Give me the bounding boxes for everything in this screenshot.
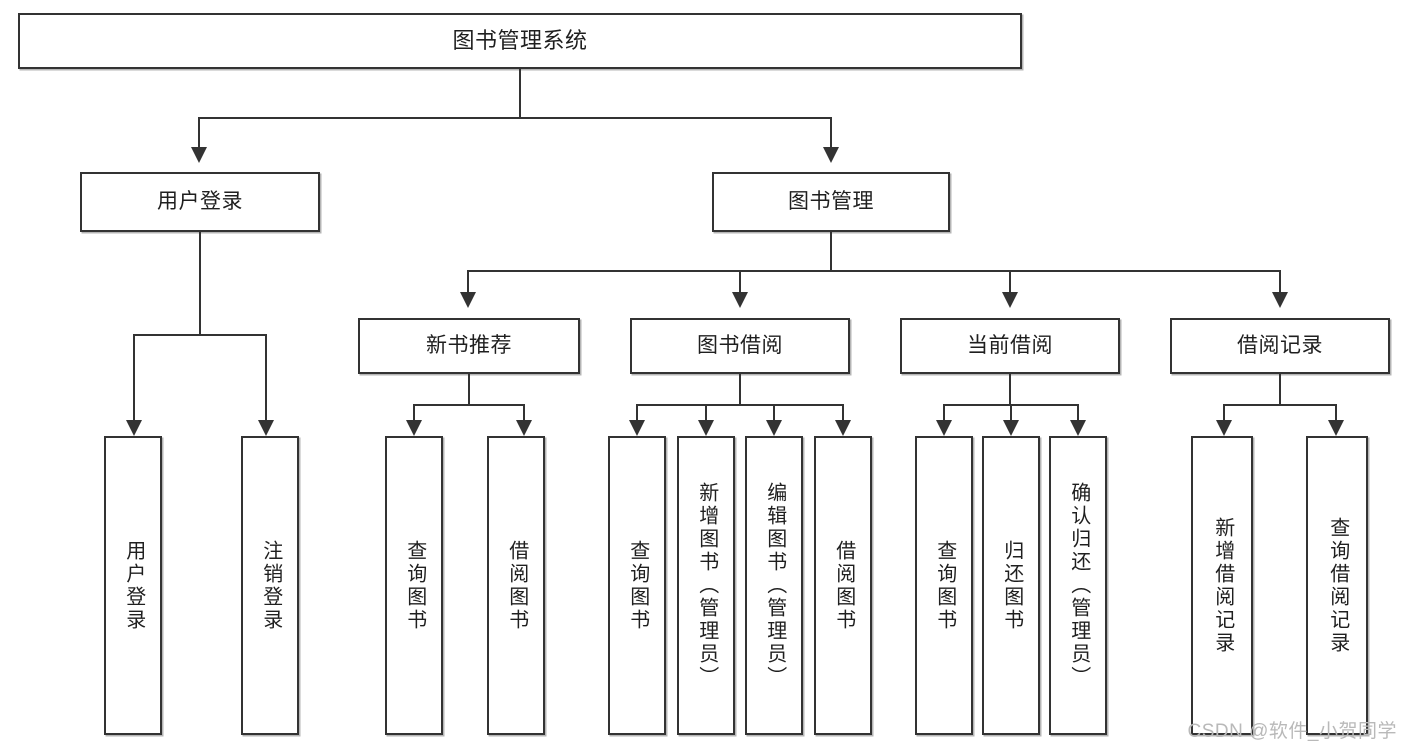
leaf-add-record[interactable]: 新增借阅记录 <box>1191 436 1253 735</box>
arrow-to-leaf-query-book-2 <box>629 420 645 436</box>
connector-nbr-stem <box>468 374 470 405</box>
connector-bb-drop-3 <box>773 404 775 420</box>
arrow-to-leaf-query-record <box>1328 420 1344 436</box>
connector-user-login-stem <box>199 232 201 335</box>
connector-root-drop-left <box>198 117 200 147</box>
connector-book-management-stem <box>830 232 832 271</box>
leaf-add-book[interactable]: 新增图书（管理员） <box>677 436 735 735</box>
leaf-borrow-book-2[interactable]: 借阅图书 <box>814 436 872 735</box>
leaf-query-book-2[interactable]: 查询图书 <box>608 436 666 735</box>
node-current-borrow[interactable]: 当前借阅 <box>900 318 1120 374</box>
connector-bb-stem <box>739 374 741 405</box>
connector-bb-drop-4 <box>842 404 844 420</box>
leaf-query-book-3[interactable]: 查询图书 <box>915 436 973 735</box>
arrow-to-leaf-user-login <box>126 420 142 436</box>
arrow-to-leaf-edit-book <box>766 420 782 436</box>
node-book-borrow[interactable]: 图书借阅 <box>630 318 850 374</box>
arrow-to-new-book-recommend <box>460 292 476 308</box>
connector-root-stem <box>519 69 521 118</box>
arrow-to-leaf-logout-login <box>258 420 274 436</box>
connector-user-login-drop-2 <box>265 334 267 420</box>
connector-user-login-drop-1 <box>133 334 135 420</box>
leaf-borrow-book-1[interactable]: 借阅图书 <box>487 436 545 735</box>
connector-nbr-drop-2 <box>523 404 525 420</box>
connector-bb-drop-1 <box>636 404 638 420</box>
arrow-to-borrow-record <box>1272 292 1288 308</box>
connector-cb-drop-2 <box>1010 404 1012 420</box>
connector-cb-drop-3 <box>1077 404 1079 420</box>
leaf-query-record[interactable]: 查询借阅记录 <box>1306 436 1368 735</box>
leaf-logout-login[interactable]: 注销登录 <box>241 436 299 735</box>
connector-cb-drop-1 <box>943 404 945 420</box>
arrow-to-leaf-borrow-book-1 <box>516 420 532 436</box>
node-user-login[interactable]: 用户登录 <box>80 172 320 232</box>
connector-cb-stem <box>1009 374 1011 405</box>
connector-bb-bus <box>636 404 844 406</box>
connector-root-drop-right <box>830 117 832 147</box>
arrow-to-leaf-add-record <box>1216 420 1232 436</box>
arrow-to-book-borrow <box>732 292 748 308</box>
connector-bm-drop-1 <box>467 270 469 292</box>
connector-user-login-bus <box>133 334 267 336</box>
connector-bm-drop-4 <box>1279 270 1281 292</box>
node-new-book-recommend[interactable]: 新书推荐 <box>358 318 580 374</box>
connector-br-bus <box>1223 404 1337 406</box>
leaf-edit-book[interactable]: 编辑图书（管理员） <box>745 436 803 735</box>
leaf-return-book[interactable]: 归还图书 <box>982 436 1040 735</box>
arrow-to-leaf-add-book <box>698 420 714 436</box>
connector-br-stem <box>1279 374 1281 405</box>
node-borrow-record[interactable]: 借阅记录 <box>1170 318 1390 374</box>
connector-bm-drop-3 <box>1009 270 1011 292</box>
connector-bb-drop-2 <box>705 404 707 420</box>
arrow-to-current-borrow <box>1002 292 1018 308</box>
connector-nbr-drop-1 <box>413 404 415 420</box>
connector-br-drop-1 <box>1223 404 1225 420</box>
leaf-user-login[interactable]: 用户登录 <box>104 436 162 735</box>
arrow-to-leaf-return-book <box>1003 420 1019 436</box>
leaf-confirm-return[interactable]: 确认归还（管理员） <box>1049 436 1107 735</box>
arrow-to-leaf-confirm-return <box>1070 420 1086 436</box>
connector-bm-drop-2 <box>739 270 741 292</box>
arrow-to-book-management <box>823 147 839 163</box>
leaf-query-book-1[interactable]: 查询图书 <box>385 436 443 735</box>
connector-book-management-bus <box>467 270 1281 272</box>
connector-nbr-bus <box>413 404 525 406</box>
node-root[interactable]: 图书管理系统 <box>18 13 1022 69</box>
connector-root-bus <box>198 117 832 119</box>
arrow-to-leaf-borrow-book-2 <box>835 420 851 436</box>
connector-br-drop-2 <box>1335 404 1337 420</box>
node-book-management[interactable]: 图书管理 <box>712 172 950 232</box>
arrow-to-leaf-query-book-1 <box>406 420 422 436</box>
arrow-to-user-login <box>191 147 207 163</box>
arrow-to-leaf-query-book-3 <box>936 420 952 436</box>
